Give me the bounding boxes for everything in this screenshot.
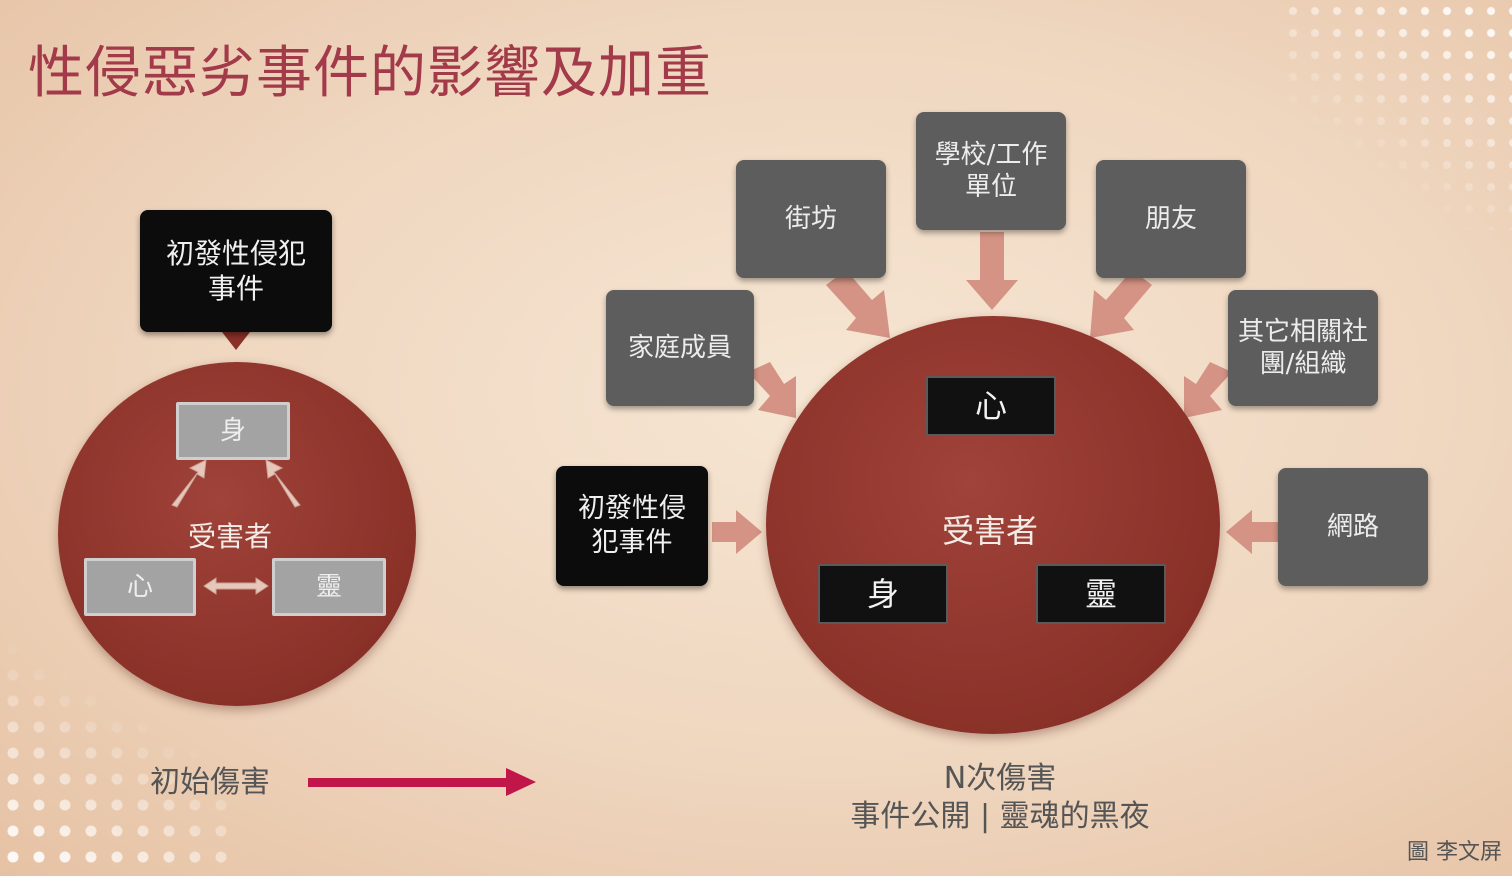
page-title: 性侵惡劣事件的影響及加重 (28, 41, 712, 106)
source-school-work: 學校/工作單位 (916, 112, 1066, 230)
source-related-groups: 其它相關社團/組織 (1228, 290, 1378, 406)
left-event-box: 初發性侵犯事件 (140, 210, 332, 332)
right-event-box: 初發性侵犯事件 (556, 466, 708, 586)
right-node-mind-label: 心 (974, 387, 1007, 425)
n-harm-caption: N次傷害 事件公開 | 靈魂的黑夜 (830, 760, 1170, 835)
right-victim-label: 受害者 (942, 512, 1039, 550)
n-harm-caption-line1: N次傷害 (943, 761, 1057, 796)
left-node-body-label: 身 (219, 415, 246, 446)
source-family-label: 家庭成員 (627, 332, 732, 363)
left-node-spirit-label: 靈 (315, 571, 342, 602)
n-harm-caption-line2: 事件公開 | 靈魂的黑夜 (850, 798, 1150, 834)
right-event-text: 初發性侵犯事件 (578, 493, 686, 558)
source-neighbors-label: 街坊 (784, 203, 837, 234)
image-credit: 圖 李文屏 (1407, 840, 1502, 865)
decorative-dots-top-right (1282, 0, 1512, 230)
left-node-body: 身 (176, 402, 290, 460)
source-internet: 網路 (1278, 468, 1428, 586)
right-node-spirit-label: 靈 (1084, 575, 1117, 613)
right-node-body: 身 (818, 564, 948, 624)
left-event-arrow (222, 332, 250, 350)
right-node-mind: 心 (926, 376, 1056, 436)
left-victim-label: 受害者 (188, 520, 273, 553)
initial-harm-label: 初始傷害 (150, 765, 270, 800)
source-internet-label: 網路 (1326, 511, 1379, 542)
source-school-work-label: 學校/工作單位 (934, 139, 1048, 203)
source-friends-label: 朋友 (1144, 203, 1197, 234)
right-node-body-label: 身 (866, 575, 899, 613)
left-inner-arrows (171, 459, 301, 595)
right-node-spirit: 靈 (1036, 564, 1166, 624)
right-source-arrows (712, 232, 1278, 554)
source-friends: 朋友 (1096, 160, 1246, 278)
left-node-mind-label: 心 (126, 571, 153, 602)
left-node-spirit: 靈 (272, 558, 386, 616)
left-node-mind: 心 (84, 558, 196, 616)
initial-harm-arrow (308, 768, 536, 796)
source-related-groups-label: 其它相關社團/組織 (1237, 316, 1368, 380)
source-family: 家庭成員 (606, 290, 754, 406)
source-neighbors: 街坊 (736, 160, 886, 278)
left-event-text: 初發性侵犯事件 (165, 237, 306, 305)
